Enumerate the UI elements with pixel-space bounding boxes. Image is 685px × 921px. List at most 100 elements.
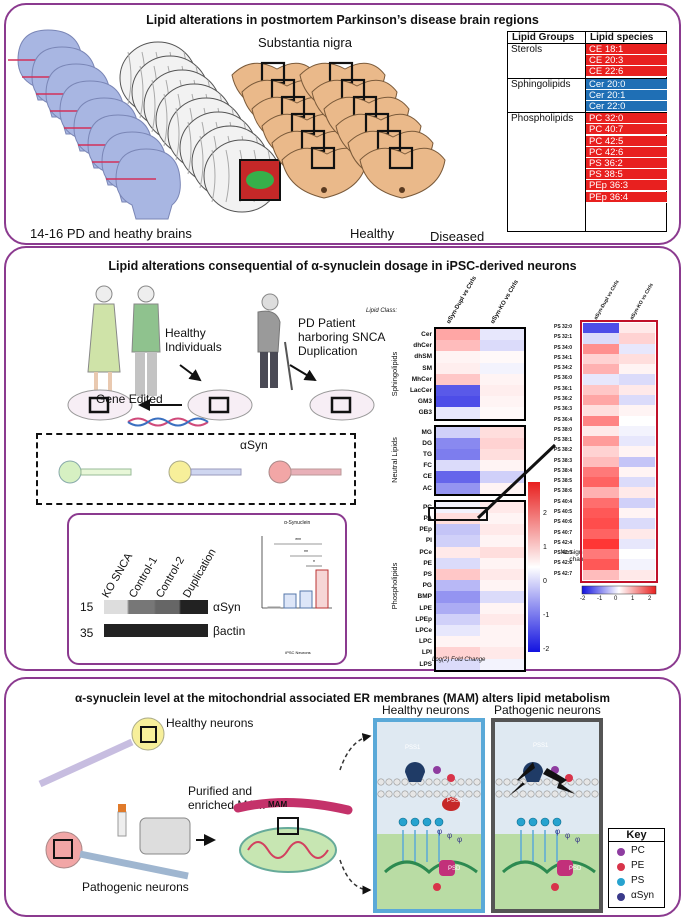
heatmap-row-label: LPS — [419, 660, 432, 668]
panel2-title: Lipid alterations consequential of α-syn… — [108, 259, 577, 273]
neuron-dashed-box — [36, 433, 356, 505]
lipid-species-cell: PEp 36:3 — [586, 180, 667, 192]
ps-colorbar-tick: -1 — [597, 596, 603, 602]
heatmap-cell — [480, 602, 524, 614]
heatmap-cell — [480, 647, 524, 659]
heatmap-cell — [480, 449, 524, 461]
neuron-healthy-illustration — [38, 717, 165, 788]
ps-heatmap-cell — [583, 415, 619, 426]
heatmap-cell — [436, 362, 480, 374]
heatmap-cell — [480, 471, 524, 483]
heatmap-cell — [480, 658, 524, 670]
heatmap-row-label: LPI — [421, 649, 432, 657]
ps-heatmap-cell — [583, 477, 619, 488]
ps-heatmap-cell — [583, 466, 619, 478]
ps-colorbar-tick: -2 — [580, 596, 586, 602]
lipid-species-cell: CE 20:3 — [586, 55, 667, 67]
healthy-neurons-label: Healthy neurons — [166, 716, 254, 730]
key-title: Key — [609, 829, 664, 842]
heatmap-row-label: BMP — [417, 593, 432, 601]
heatmap-cell — [436, 557, 480, 569]
ps-row-label: PS 40:7 — [554, 529, 573, 536]
ps-row-label: PS 38:5 — [554, 478, 573, 485]
ps-heatmap-box — [580, 320, 658, 583]
heatmap-row-label: LPC — [419, 638, 432, 646]
ps-heatmap-cell — [583, 384, 619, 395]
heatmap-cell — [480, 557, 524, 569]
heatmap-cell — [480, 407, 524, 419]
lipid-group-sterols: Sterols — [511, 44, 543, 55]
midbrain-sections-healthy — [231, 61, 368, 199]
heatmap-cell — [436, 340, 480, 352]
heatmap-cell — [436, 373, 480, 385]
sig-3: * — [313, 560, 315, 566]
heatmap-row-label: FC — [423, 462, 432, 470]
key-swatch — [617, 878, 625, 886]
pss1-pathogenic: PSS1 — [533, 743, 549, 749]
svg-text:φ: φ — [457, 835, 462, 844]
ps-row-label: PS 36:2 — [554, 395, 573, 402]
band-asyn-label: αSyn — [213, 600, 241, 614]
ipsc-dishes — [67, 364, 375, 421]
colorbar-tick: 0 — [543, 578, 547, 585]
heatmap-cell — [480, 569, 524, 581]
marker-15: 15 — [80, 600, 94, 614]
heatmap-cell — [480, 591, 524, 603]
heatmap-row-label: PC — [422, 503, 432, 511]
ps-heatmap-cell — [619, 405, 655, 416]
svg-text:φ: φ — [447, 831, 452, 840]
heatmap-cell — [436, 658, 480, 670]
lipid-species-cell: PS 36:2 — [586, 158, 667, 169]
ps-heatmap-cell — [583, 508, 619, 519]
ps-heatmap-cell — [583, 549, 619, 560]
pss1-healthy: PSS1 — [405, 745, 421, 751]
ps-heatmap-cell — [583, 518, 619, 529]
heatmap-row-label: CE — [422, 473, 432, 481]
ps-heatmap-cell — [583, 446, 619, 457]
panel3-title: α-synuclein level at the mitochondrial a… — [75, 691, 610, 705]
heatmap-row-label: MG — [421, 428, 432, 436]
dish-ko — [67, 389, 133, 421]
ps-colorbar-tick: 1 — [631, 596, 635, 602]
marker-35: 35 — [80, 626, 94, 640]
pd-patient-label: PD Patient harboring SNCA Duplication — [298, 316, 385, 358]
ps-heatmap-cell — [583, 456, 619, 467]
midbrain-section — [281, 146, 368, 199]
ps-row-label: PS 38:1 — [554, 437, 573, 444]
neuron-illustrations — [58, 460, 342, 484]
svg-text:φ: φ — [565, 831, 570, 840]
heatmap-cell — [436, 482, 480, 494]
ps-row-label: PS 40:5 — [554, 509, 573, 516]
colorbar-tick: -2 — [543, 646, 550, 653]
heatmap-row-label: PS — [423, 571, 432, 578]
ps-heatmap-cell — [619, 415, 655, 426]
bar-xlabel: iPSC Neurons — [285, 650, 310, 655]
dish-control — [187, 389, 253, 421]
ps-heatmap-cell — [619, 528, 655, 539]
heatmap-cell — [480, 426, 524, 438]
mam-label: MAM — [268, 800, 288, 809]
heatmap-cell — [480, 396, 524, 408]
heatmap-cell — [436, 351, 480, 363]
svg-text:φ: φ — [575, 835, 580, 844]
people-illustration — [87, 285, 293, 396]
bar-ko — [267, 606, 281, 609]
heatmap-row-label: PCe — [419, 548, 432, 556]
ps-heatmap-cell — [619, 394, 655, 406]
zoom-connector — [476, 443, 557, 520]
ps-heatmap-cell — [583, 559, 619, 570]
ps-colorbar-tick: 0 — [614, 596, 618, 602]
heatmap-group-box — [434, 327, 526, 421]
dna-icon — [127, 417, 209, 427]
heatmap-row-label: PI — [425, 537, 432, 545]
centrifuge-illustration — [117, 804, 216, 855]
colorbar — [528, 482, 540, 652]
ps-row-label: PS 34:1 — [554, 354, 573, 361]
heatmap-xlabel: Log(2) Fold Change — [432, 657, 486, 663]
heatmap-row-label: LPE — [419, 604, 432, 612]
ps-heatmap-cell — [583, 569, 619, 580]
psd-healthy: PSD — [448, 866, 461, 872]
healthy-woman — [87, 285, 121, 394]
